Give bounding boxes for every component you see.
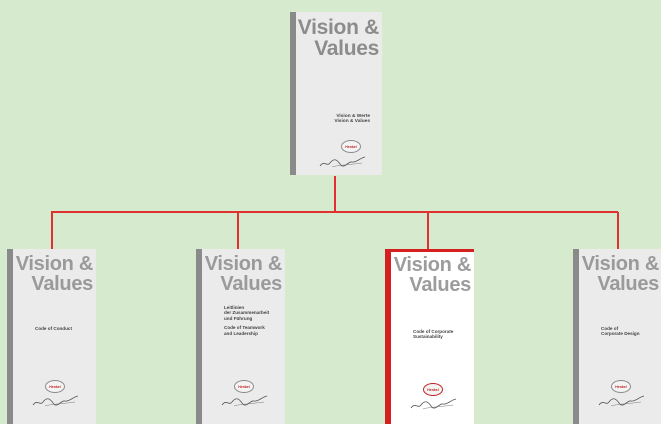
booklet-code-of-conduct: Vision & Values Code of Conduct Henkel bbox=[7, 249, 96, 424]
signature-graphic bbox=[319, 156, 366, 168]
booklet-title: Vision & Values bbox=[581, 253, 660, 295]
connector-lines bbox=[51, 176, 619, 249]
henkel-logo: Henkel bbox=[611, 380, 631, 393]
henkel-logo: Henkel bbox=[341, 140, 361, 153]
booklet-subtitle: Code of Corporate Sustainability bbox=[413, 329, 454, 340]
signature-graphic bbox=[410, 398, 457, 410]
booklet-title: Vision & Values bbox=[204, 253, 283, 295]
henkel-logo: Henkel bbox=[234, 380, 254, 393]
signature-graphic bbox=[32, 395, 79, 407]
booklet-code-of-corporate-sustainability: Vision & Values Code of Corporate Sustai… bbox=[385, 249, 474, 424]
booklet-code-of-teamwork: Vision & Values Leitlinien der Zusammena… bbox=[196, 249, 285, 424]
henkel-logo: Henkel bbox=[45, 380, 65, 393]
booklet-vision-values-top: Vision & Values Vision & Werte Vision & … bbox=[290, 12, 382, 175]
booklet-title: Vision & Values bbox=[297, 16, 380, 60]
henkel-logo: Henkel bbox=[423, 383, 443, 396]
org-diagram: Vision & Values Vision & Werte Vision & … bbox=[7, 12, 661, 424]
booklet-subtitle: Vision & Werte Vision & Values bbox=[334, 114, 370, 125]
signature-graphic bbox=[598, 395, 645, 407]
booklet-code-of-corporate-design: Vision & Values Code of Corporate Design… bbox=[573, 249, 661, 424]
booklet-title: Vision & Values bbox=[15, 253, 94, 295]
booklet-title: Vision & Values bbox=[393, 254, 472, 296]
booklet-subtitle: Leitlinien der Zusammenarbeit und Führun… bbox=[224, 305, 270, 336]
signature-graphic bbox=[221, 395, 268, 407]
booklet-subtitle: Code of Corporate Design bbox=[601, 326, 640, 337]
booklet-subtitle: Code of Conduct bbox=[35, 326, 72, 331]
